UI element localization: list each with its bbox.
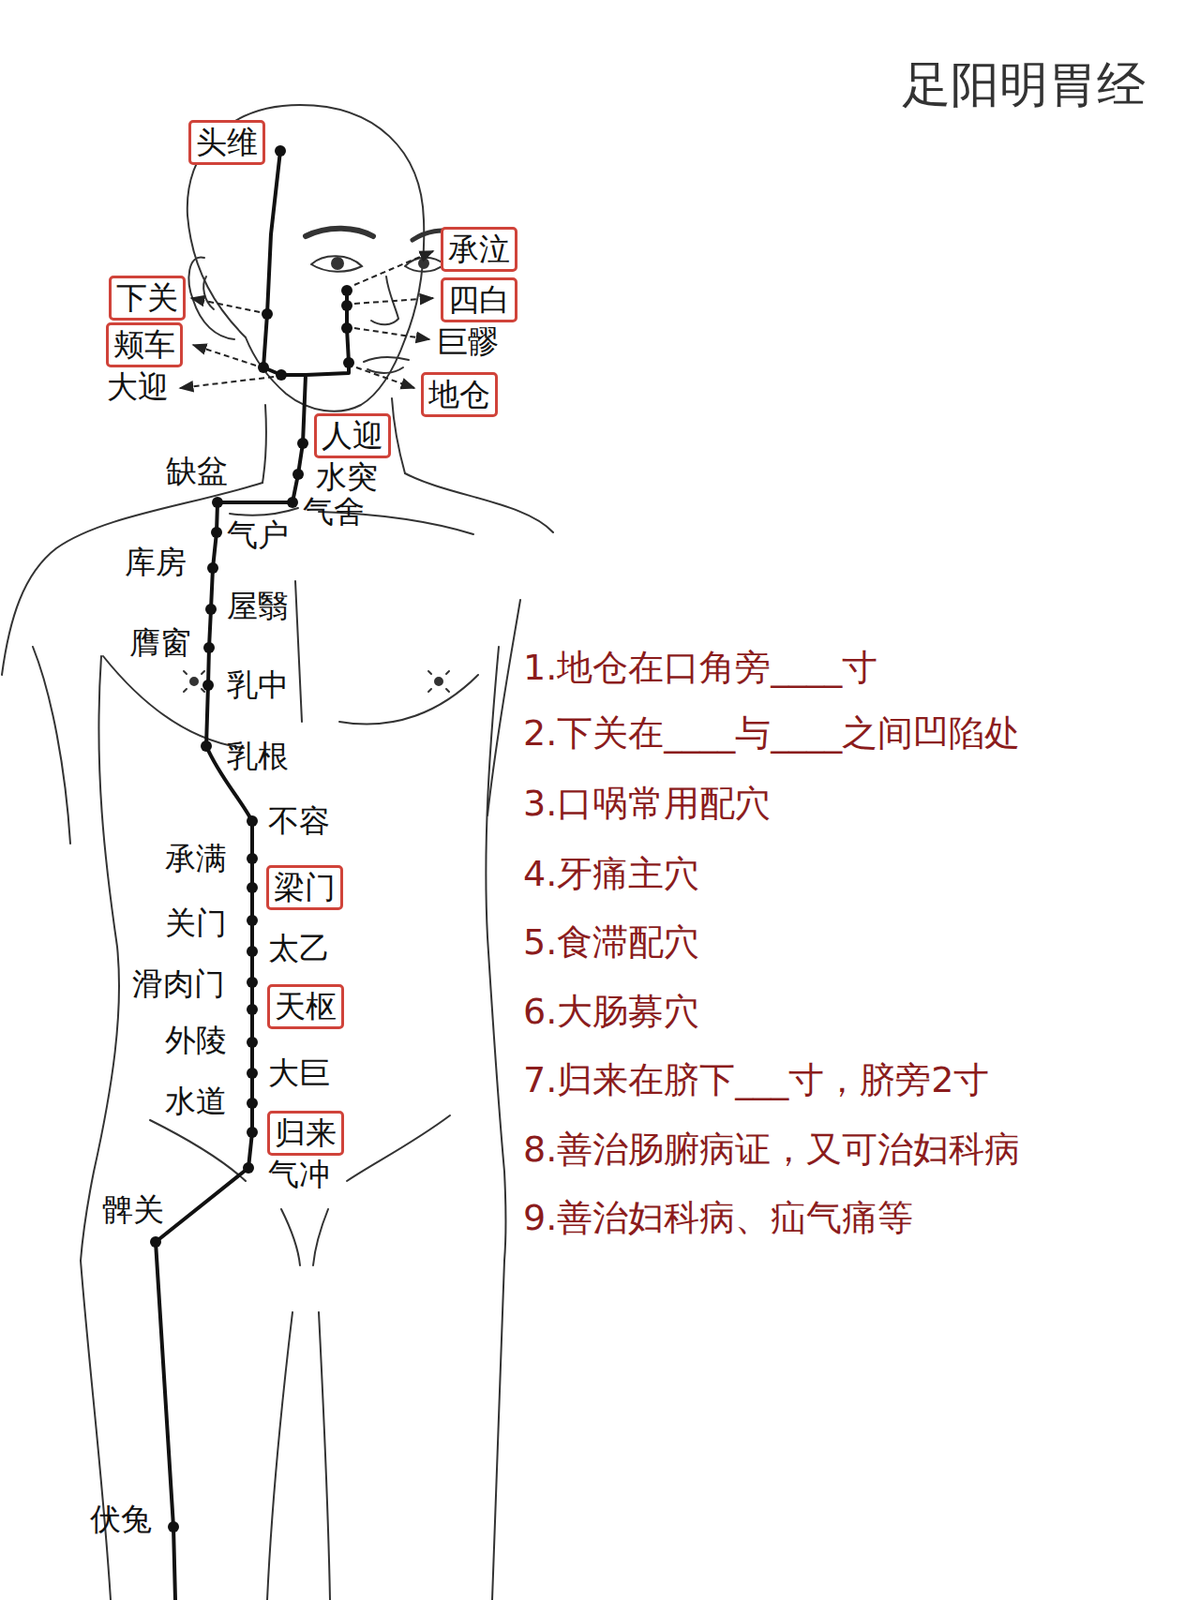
acupoint-name: 天枢	[274, 988, 337, 1026]
acupoint-label: 不容	[268, 802, 330, 840]
acupoint-box: 承泣	[440, 226, 518, 272]
acupoint-box: 人迎	[314, 413, 391, 459]
acupoint-box: 地仓	[420, 372, 498, 418]
acupoint-label: 乳根	[226, 737, 289, 776]
acupoint-label: 膺窗	[129, 624, 192, 662]
acupoint-name: 下关	[116, 279, 179, 317]
acupoint-name: 归来	[274, 1114, 337, 1153]
acupoint-label: 缺盆	[165, 452, 228, 491]
acupoint-label: 气户	[226, 516, 289, 555]
acupoint-name: 人迎	[321, 417, 384, 455]
acupoint-name: 四白	[448, 281, 510, 319]
acupoint-label: 大迎	[106, 368, 169, 406]
body-outline	[1, 105, 554, 1600]
nipple-symbol	[183, 671, 450, 692]
acupoint-box: 四白	[440, 277, 518, 323]
acupoint-label: 滑肉门	[132, 965, 225, 1004]
acupoint-box: 归来	[267, 1110, 345, 1156]
acupoint-label: 髀关	[102, 1191, 165, 1230]
acupoint-label: 乳中	[226, 666, 289, 705]
question-text: 8.善治肠腑病证，又可治妇科病	[523, 1128, 1020, 1172]
question-text: 4.牙痛主穴	[523, 853, 700, 897]
question-text: 3.口㖞常用配穴	[523, 782, 771, 826]
diagram-title: 足阳明胃经	[901, 52, 1146, 119]
question-text: 9.善治妇科病、疝气痛等	[523, 1197, 914, 1241]
question-text: 5.食滞配穴	[523, 921, 700, 965]
acupoint-box: 天枢	[267, 984, 345, 1030]
acupoint-label: 水道	[165, 1082, 227, 1121]
acupoint-label: 气冲	[268, 1155, 330, 1194]
acupoint-label: 太乙	[268, 930, 330, 968]
acupoint-label: 大巨	[268, 1054, 330, 1093]
acupoint-name: 梁门	[273, 869, 336, 907]
question-text: 6.大肠募穴	[523, 990, 700, 1035]
question-text: 7.归来在脐下___寸，脐旁2寸	[523, 1059, 990, 1103]
acupoint-box: 下关	[108, 275, 186, 321]
acupoint-label: 承满	[165, 840, 227, 878]
acupoint-name: 头维	[195, 123, 258, 162]
acupoint-label: 屋翳	[226, 587, 289, 626]
acupoint-label: 外陵	[165, 1021, 227, 1060]
acupoint-label: 水突	[315, 458, 378, 496]
acupoint-label: 库房	[124, 543, 187, 582]
acupoint-name: 地仓	[428, 375, 491, 414]
acupoint-box: 颊车	[105, 322, 183, 368]
acupoint-label: 伏兔	[90, 1500, 152, 1539]
acupoint-box: 梁门	[266, 865, 344, 911]
leader-arrows	[180, 251, 434, 389]
acupoint-box: 头维	[188, 120, 266, 165]
acupoint-label: 巨髎	[436, 323, 499, 361]
acupoint-label: 气舍	[302, 493, 365, 531]
acupoint-label: 关门	[165, 904, 227, 943]
acupoint-name: 承泣	[448, 230, 510, 269]
question-text: 2.下关在____与____之间凹陷处	[523, 712, 1020, 756]
question-text: 1.地仓在口角旁____寸	[523, 646, 878, 690]
acupoint-name: 颊车	[113, 326, 176, 364]
